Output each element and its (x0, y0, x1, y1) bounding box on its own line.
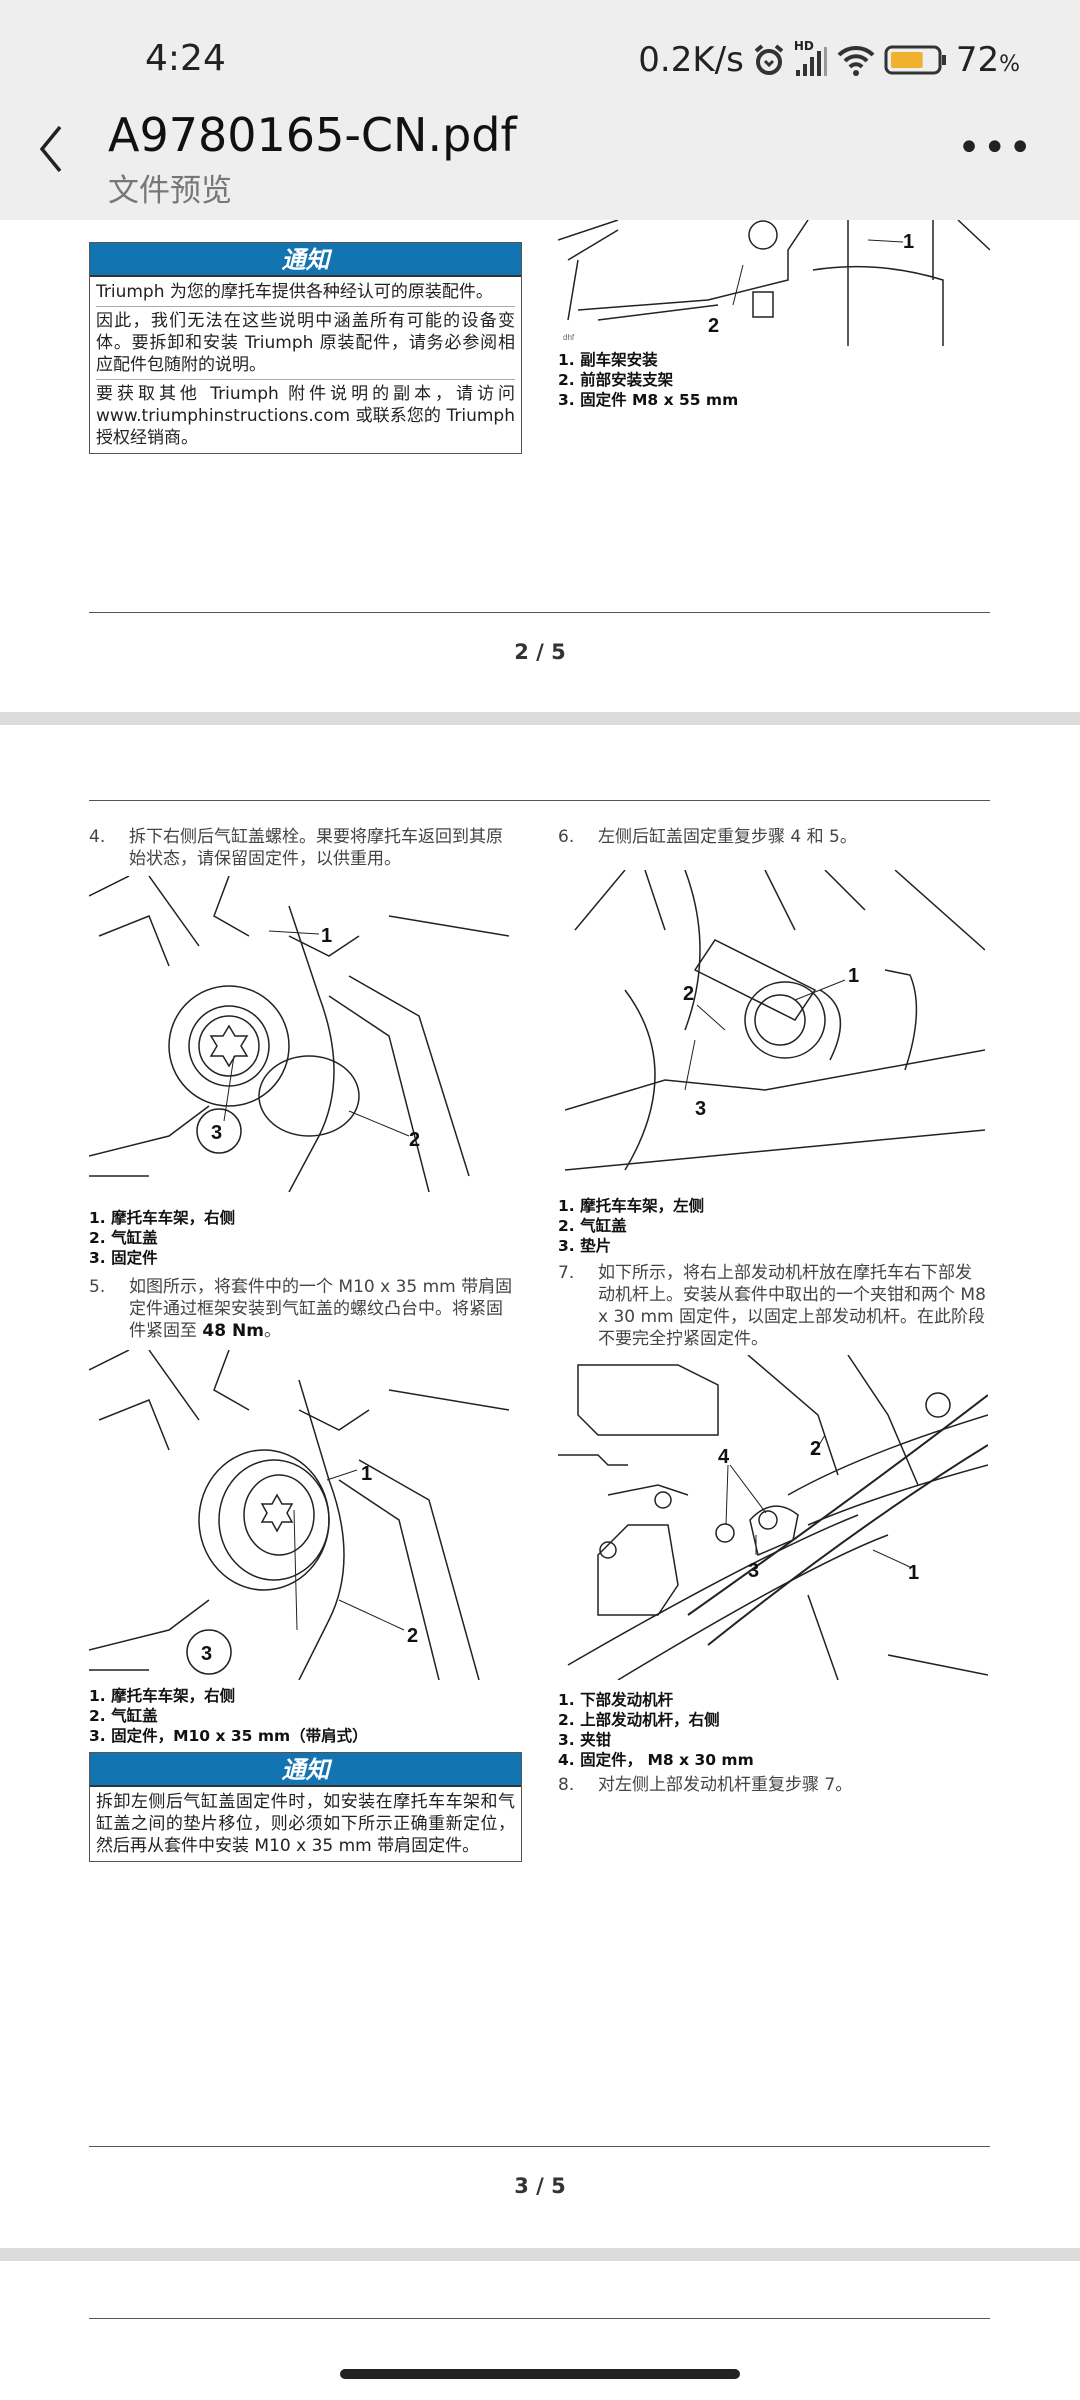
callout-2: 2 (810, 1438, 821, 1460)
page-divider (89, 612, 990, 613)
step-text: 左侧后缸盖固定重复步骤 4 和 5。 (598, 827, 857, 847)
caption: 1. 摩托车车架，右侧 (89, 1209, 236, 1227)
figure-captions: 1. 摩托车车架，左侧 2. 气缸盖 3. 垫片 (558, 1196, 704, 1256)
status-time: 4:24 (145, 38, 226, 79)
net-speed: 0.2K/s (638, 40, 744, 80)
page-header-line (89, 800, 990, 801)
notice-text: 因此，我们无法在这些说明中涵盖所有可能的设备变体。要拆卸和安装 Triumph … (96, 306, 515, 376)
callout-4: 4 (718, 1446, 730, 1468)
spacer-illustration: 1 2 3 (565, 870, 985, 1171)
figure-captions: 1. 摩托车车架，右侧 2. 气缸盖 3. 固定件，M10 x 35 mm（带肩… (89, 1686, 368, 1746)
figure-captions: 1. 摩托车车架，右侧 2. 气缸盖 3. 固定件 (89, 1208, 235, 1268)
notice-text: 要获取其他 Triumph 附件说明的副本，请访问 www.triumphins… (96, 379, 515, 449)
step-number: 7. (558, 1263, 575, 1283)
caption: 3. 固定件 (89, 1249, 158, 1267)
app-header: 4:24 0.2K/s HD 72% A9780165-CN.pdf 文件预览 … (0, 0, 1080, 220)
step-text: 拆下右侧后气缸盖螺栓。果要将摩托车返回到其原始状态，请保留固定件，以供重用。 (129, 827, 503, 869)
step-text: 如图所示，将套件中的一个 M10 x 35 mm 带肩固定件通过框架安装到气缸盖… (129, 1277, 513, 1341)
step-text: 如下所示，将右上部发动机杆放在摩托车右下部发动机杆上。安装从套件中取出的一个夹钳… (598, 1263, 986, 1349)
caption: 3. 固定件 M8 x 55 mm (558, 391, 739, 409)
notice-text: Triumph 为您的摩托车提供各种经认可的原装配件。 (96, 282, 493, 302)
caption: 3. 垫片 (558, 1237, 612, 1255)
shoulder-fastener-illustration: 1 2 3 (89, 1350, 510, 1680)
signal-hd-label: HD (793, 39, 814, 53)
step-text-end: 。 (263, 1321, 281, 1341)
step-8: 8. 对左侧上部发动机杆重复步骤 7。 (558, 1774, 988, 1796)
step-number: 5. (89, 1277, 106, 1297)
more-options-button[interactable]: ••• (957, 125, 1034, 171)
step-4: 4. 拆下右侧后气缸盖螺栓。果要将摩托车返回到其原始状态，请保留固定件，以供重用。 (89, 826, 519, 870)
callout-3: 3 (748, 1560, 759, 1582)
gesture-bar[interactable] (340, 2369, 740, 2379)
battery-percent: 72 (955, 40, 1000, 80)
subframe-illustration: 1 2 dhf (558, 220, 990, 346)
page-header-line (89, 2318, 990, 2319)
torque-value: 48 Nm (202, 1321, 264, 1341)
callout-3: 3 (211, 1122, 222, 1144)
page-number: 2 / 5 (514, 640, 566, 664)
figure-captions: 1. 副车架安装 2. 前部安装支架 3. 固定件 M8 x 55 mm (558, 350, 738, 410)
signal-icon: HD (794, 39, 828, 77)
notice-heading: 通知 (90, 1753, 521, 1787)
notice-text: 拆卸左侧后气缸盖固定件时，如安装在摩托车车架和气缸盖之间的垫片移位，则必须如下所… (96, 1792, 515, 1856)
page-separator (0, 712, 1080, 725)
page-number: 3 / 5 (514, 2174, 566, 2198)
alarm-icon (754, 44, 784, 75)
notice-box: 通知 拆卸左侧后气缸盖固定件时，如安装在摩托车车架和气缸盖之间的垫片移位，则必须… (89, 1752, 522, 1862)
caption: 3. 固定件，M10 x 35 mm（带肩式） (89, 1727, 368, 1745)
notice-box: 通知 Triumph 为您的摩托车提供各种经认可的原装配件。 因此，我们无法在这… (89, 242, 522, 454)
engine-bar-illustration: 4 2 3 1 (558, 1355, 988, 1680)
notice-heading: 通知 (90, 243, 521, 277)
caption: 4. 固定件， M8 x 30 mm (558, 1751, 754, 1769)
callout-2: 2 (407, 1625, 418, 1647)
step-6: 6. 左侧后缸盖固定重复步骤 4 和 5。 (558, 826, 988, 848)
caption: 2. 前部安装支架 (558, 371, 674, 389)
callout-3: 3 (201, 1643, 212, 1665)
wifi-icon (837, 45, 875, 76)
callout-3: 3 (695, 1098, 706, 1120)
document-subtitle: 文件预览 (108, 173, 232, 209)
step-number: 4. (89, 827, 106, 847)
caption: 3. 夹钳 (558, 1731, 612, 1749)
cylinder-head-bolt-illustration: 1 2 3 (89, 876, 510, 1192)
step-text: 对左侧上部发动机杆重复步骤 7。 (598, 1775, 853, 1795)
callout-1: 1 (908, 1562, 919, 1584)
step-5: 5. 如图所示，将套件中的一个 M10 x 35 mm 带肩固定件通过框架安装到气… (89, 1276, 519, 1342)
figure-captions: 1. 下部发动机杆 2. 上部发动机杆，右侧 3. 夹钳 4. 固定件， M8 … (558, 1690, 754, 1770)
callout-2: 2 (683, 983, 694, 1005)
caption: 1. 副车架安装 (558, 351, 658, 369)
page-separator (0, 2248, 1080, 2261)
caption: 2. 气缸盖 (89, 1229, 158, 1247)
battery-icon (884, 45, 946, 75)
callout-1: 1 (321, 925, 332, 947)
document-title: A9780165-CN.pdf (108, 108, 517, 162)
step-number: 6. (558, 827, 575, 847)
callout-1: 1 (848, 965, 859, 987)
step-7: 7. 如下所示，将右上部发动机杆放在摩托车右下部发动机杆上。安装从套件中取出的一个… (558, 1262, 988, 1350)
callout-1: 1 (903, 231, 914, 253)
back-button[interactable] (36, 124, 66, 174)
caption: 2. 气缸盖 (558, 1217, 627, 1235)
callout-1: 1 (361, 1463, 372, 1485)
caption: 1. 摩托车车架，左侧 (558, 1197, 705, 1215)
figure-code: dhf (563, 333, 575, 342)
callout-2: 2 (409, 1129, 420, 1151)
callout-2: 2 (708, 315, 719, 337)
caption: 1. 摩托车车架，右侧 (89, 1687, 236, 1705)
caption: 1. 下部发动机杆 (558, 1691, 674, 1709)
caption: 2. 上部发动机杆，右侧 (558, 1711, 720, 1729)
page-divider (89, 2146, 990, 2147)
status-icons: 0.2K/s HD 72% (638, 39, 1020, 80)
caption: 2. 气缸盖 (89, 1707, 158, 1725)
step-number: 8. (558, 1775, 575, 1795)
